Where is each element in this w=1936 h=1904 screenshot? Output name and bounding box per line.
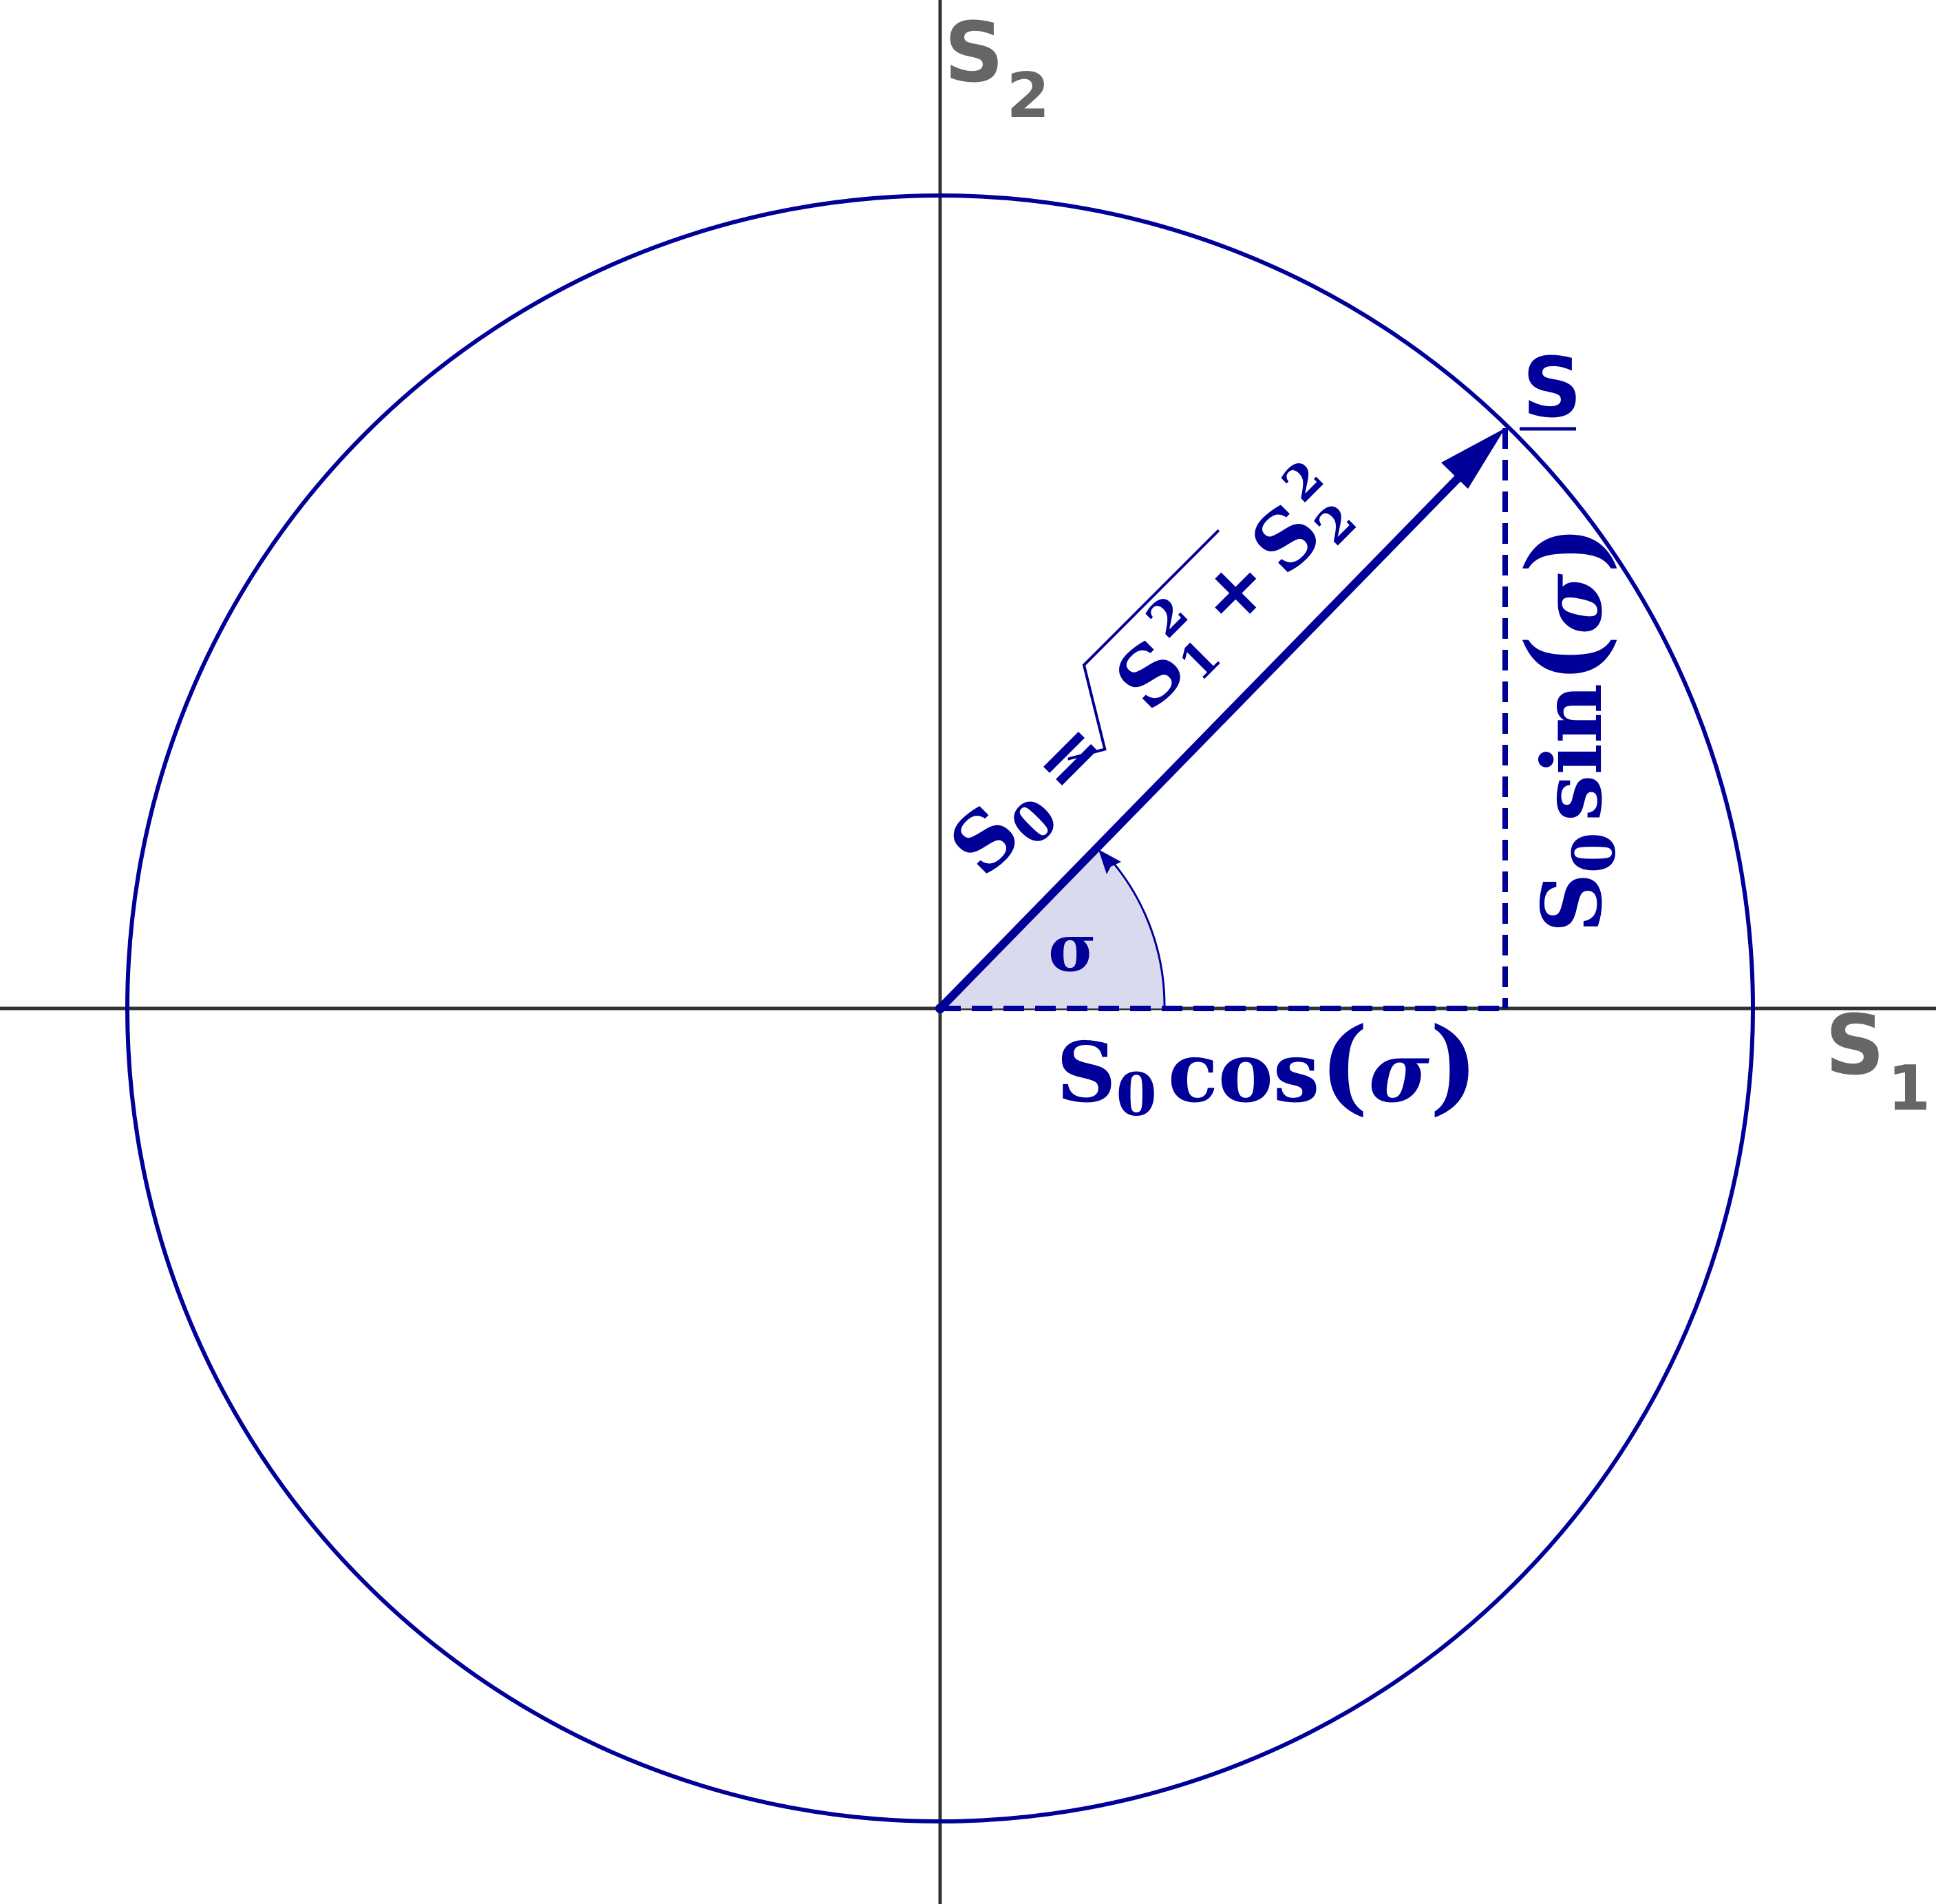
- stokes-vector-arrowhead: [1441, 428, 1505, 489]
- unit-circle: [125, 193, 1755, 1823]
- s1-axis-label: S1: [1825, 998, 1930, 1125]
- angle-arc-arrowhead: [1098, 849, 1121, 874]
- stokes-vector: [937, 470, 1466, 1012]
- magnitude-formula: S0= S12+S22: [932, 449, 1373, 893]
- sin-projection-label: S0sin(σ): [1504, 525, 1629, 933]
- angle-wedge: [940, 848, 1164, 1008]
- angle-arc: [1112, 863, 1166, 1009]
- vector-label: S: [1522, 341, 1582, 436]
- angle-symbol: σ: [1048, 910, 1096, 986]
- s2-axis-label: S2: [944, 6, 1050, 132]
- svg-text:S12+S22: S12+S22: [1089, 449, 1373, 732]
- radical-sign: [1067, 529, 1220, 761]
- origin-point: [935, 1004, 945, 1013]
